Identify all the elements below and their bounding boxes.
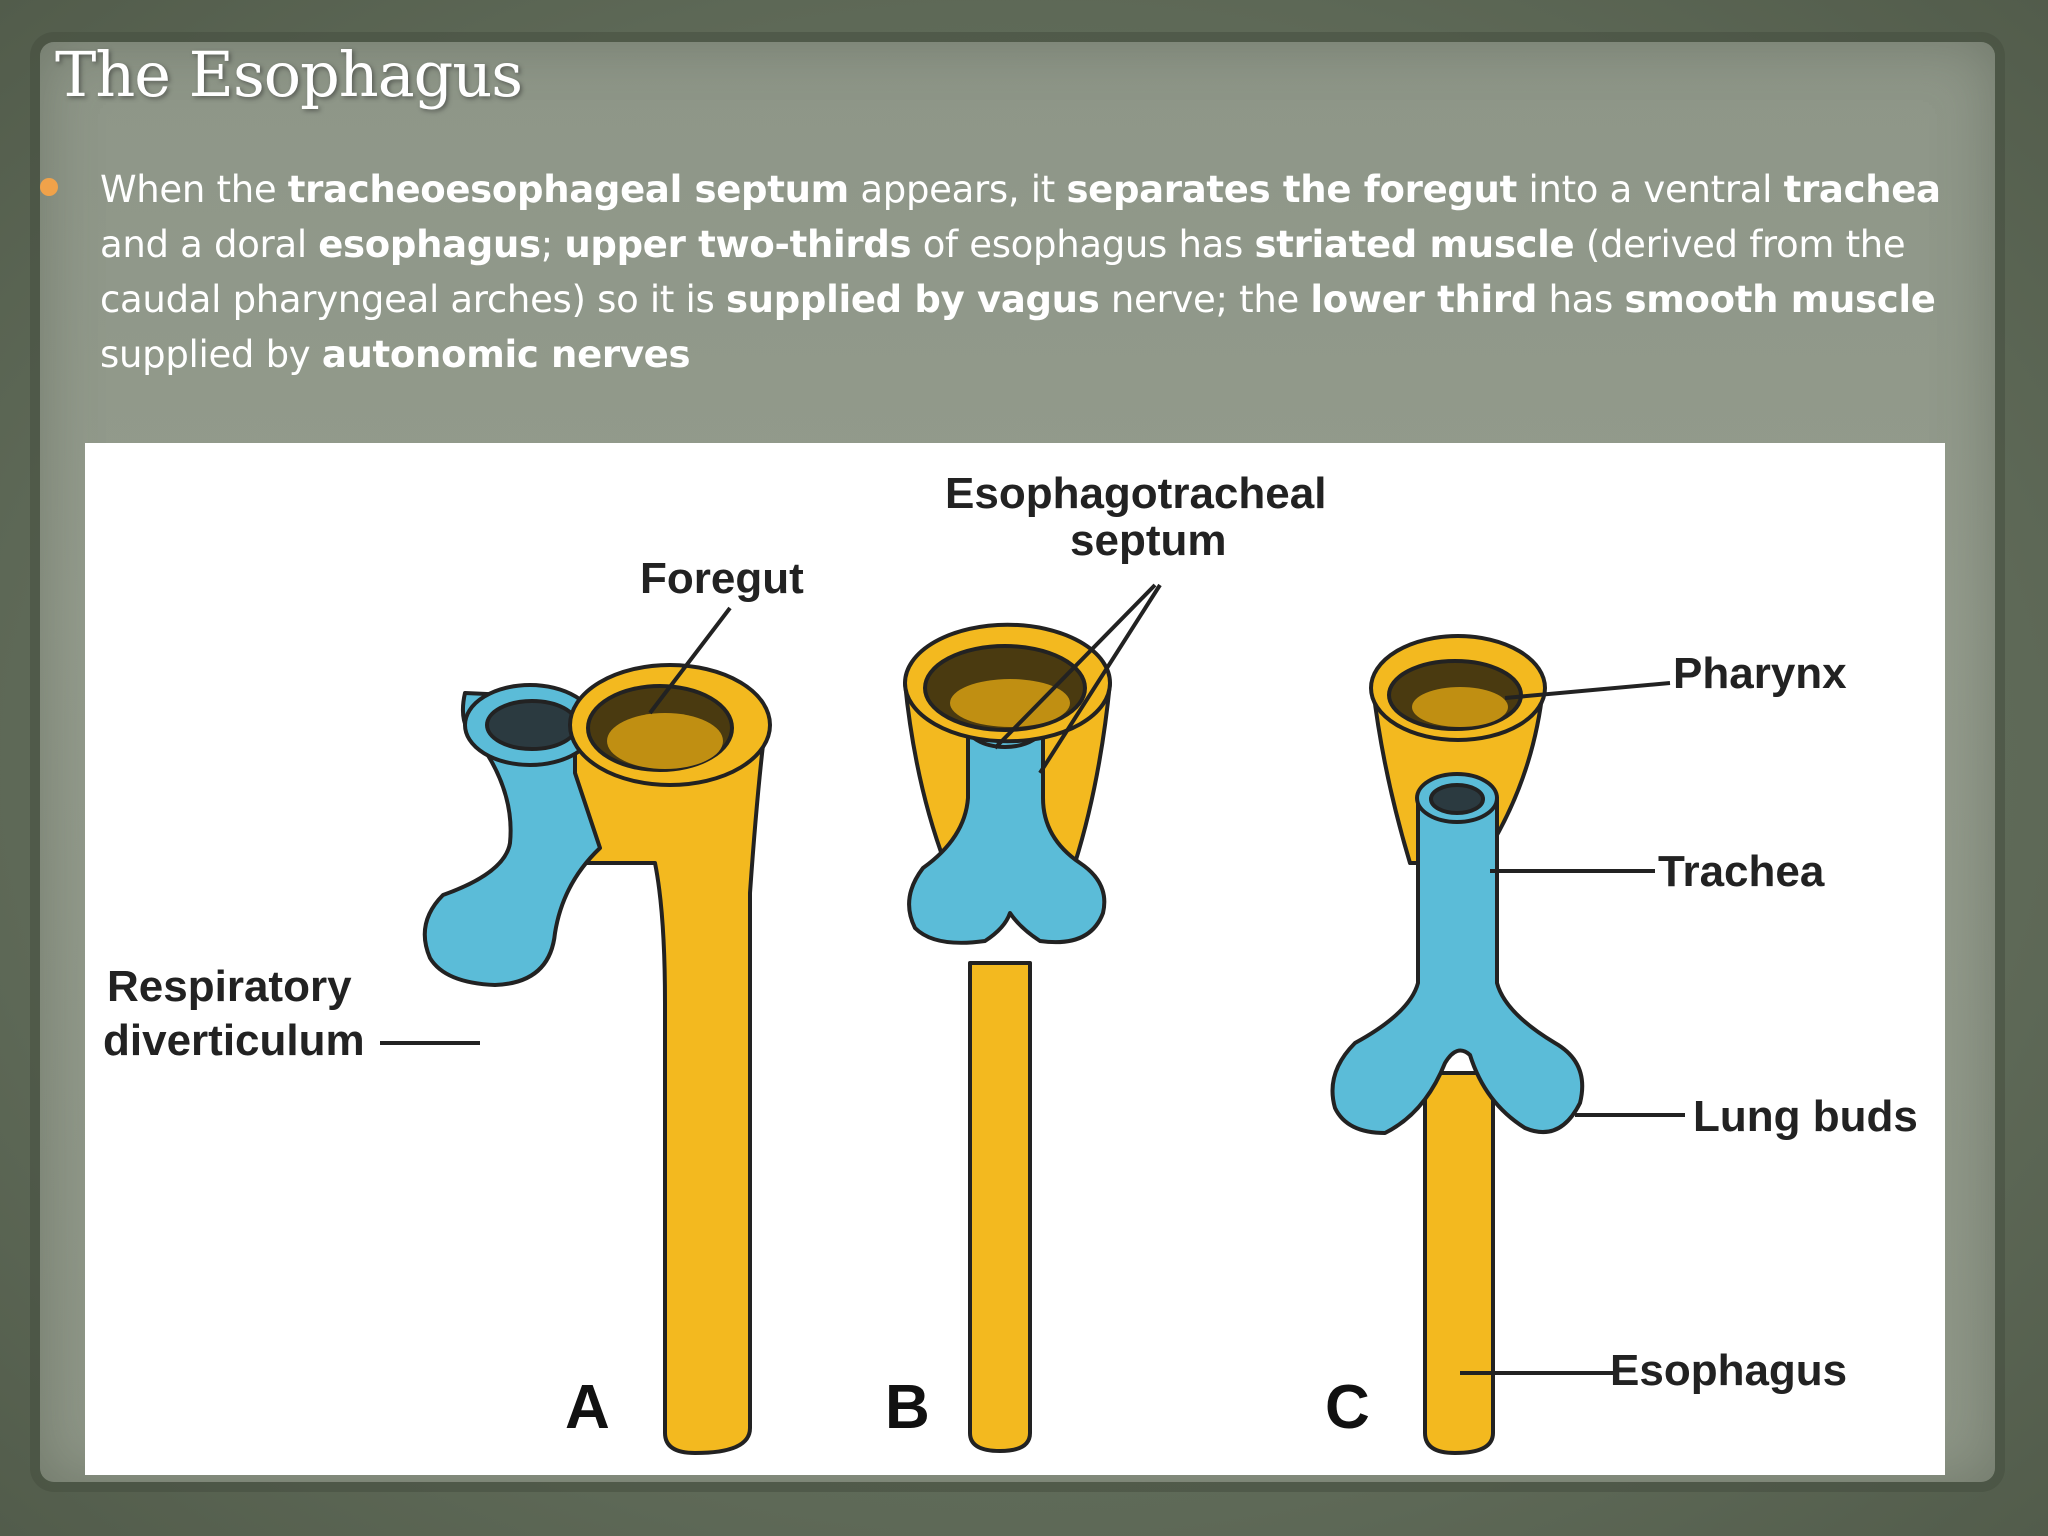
label-respiratory-line2: diverticulum	[103, 1016, 365, 1065]
label-septum-line1: Esophagotracheal	[945, 469, 1326, 518]
label-septum-line2: septum	[1070, 516, 1226, 565]
bold-run: striated muscle	[1254, 223, 1575, 266]
bold-run: separates the foregut	[1066, 168, 1517, 211]
trachea-lungbuds-c	[1330, 796, 1585, 1135]
bold-run: lower third	[1310, 278, 1538, 321]
label-trachea: Trachea	[1658, 847, 1825, 896]
pharynx-leader	[1504, 681, 1671, 700]
stage-a-drawing	[422, 663, 772, 1455]
bold-run: tracheoesophageal septum	[287, 168, 849, 211]
esophagus-development-figure: Foregut Esophagotracheal septum Respirat…	[85, 443, 1945, 1475]
bold-run: smooth muscle	[1624, 278, 1936, 321]
text-run: supplied by	[100, 333, 322, 376]
slide-title: The Esophagus	[55, 38, 523, 111]
text-run: appears, it	[848, 168, 1067, 211]
panel-letter-c: C	[1325, 1373, 1370, 1442]
respiratory-diverticulum	[422, 691, 602, 987]
text-run: ;	[540, 223, 565, 266]
label-lung-buds: Lung buds	[1693, 1092, 1918, 1141]
bold-run: supplied by vagus	[725, 278, 1100, 321]
label-pharynx: Pharynx	[1673, 649, 1847, 698]
text-run: and a doral	[100, 223, 319, 266]
label-esophagus: Esophagus	[1610, 1346, 1847, 1395]
label-respiratory-line1: Respiratory	[107, 962, 352, 1011]
leader-lines	[380, 583, 1685, 1375]
bold-run: upper two-thirds	[564, 223, 912, 266]
bullet-text: When the tracheoesophageal septum appear…	[100, 162, 1970, 382]
text-run: nerve; the	[1099, 278, 1311, 321]
panel-letter-a: A	[565, 1373, 610, 1442]
stage-c-drawing	[1330, 634, 1585, 1455]
label-foregut: Foregut	[640, 554, 804, 603]
bold-run: autonomic nerves	[321, 333, 691, 376]
text-run: (derived from the caudal pharyngeal arch…	[100, 223, 1906, 321]
bold-run: trachea	[1783, 168, 1941, 211]
foregut-tube	[568, 726, 767, 1455]
panel-letter-b: B	[885, 1373, 930, 1442]
stage-b-drawing	[903, 622, 1112, 1453]
esophagus-b	[968, 961, 1032, 1453]
septum-leader-1	[993, 583, 1157, 750]
trachea-lungbuds-b	[907, 721, 1107, 945]
foregut-leader	[648, 606, 732, 715]
septum-leader-2	[1038, 583, 1162, 775]
text-run: has	[1537, 278, 1625, 321]
esophagus-c	[1423, 1071, 1495, 1455]
text-run: into a ventral	[1516, 168, 1784, 211]
bullet-item: When the tracheoesophageal septum appear…	[40, 162, 1970, 382]
bullet-dot-icon	[40, 178, 58, 196]
bold-run: esophagus	[318, 223, 541, 266]
text-run: When the	[100, 168, 288, 211]
text-run: of esophagus has	[911, 223, 1255, 266]
diagram-svg: Foregut Esophagotracheal septum Respirat…	[103, 469, 1918, 1455]
